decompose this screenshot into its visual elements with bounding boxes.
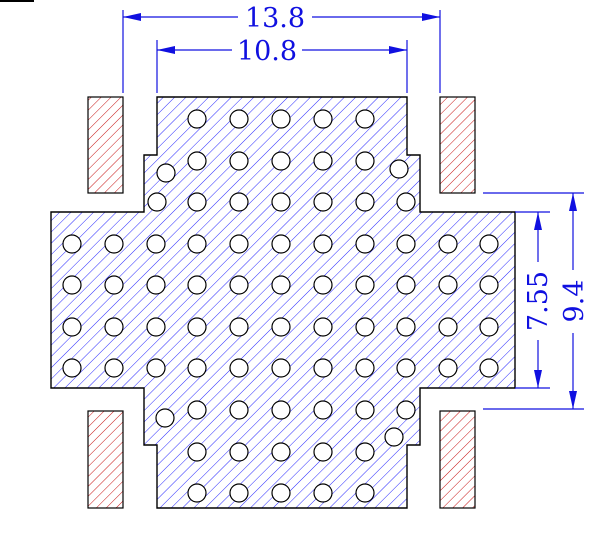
- solder-ball: [355, 317, 375, 337]
- pad-bottom-left: [87, 410, 124, 509]
- solder-ball: [313, 234, 333, 254]
- ball-grid: [62, 109, 499, 503]
- solder-ball: [271, 483, 291, 503]
- solder-ball: [229, 400, 249, 420]
- solder-ball: [271, 442, 291, 462]
- solder-ball: [479, 275, 499, 295]
- solder-ball: [355, 109, 375, 129]
- solder-ball: [187, 151, 207, 171]
- solder-ball: [438, 234, 458, 254]
- solder-ball: [355, 234, 375, 254]
- solder-ball: [313, 109, 333, 129]
- solder-ball: [104, 234, 124, 254]
- solder-ball: [146, 275, 166, 295]
- solder-ball: [355, 483, 375, 503]
- solder-ball: [271, 317, 291, 337]
- solder-ball: [396, 192, 416, 212]
- solder-ball: [438, 358, 458, 378]
- dimension-top-inner: [157, 46, 407, 54]
- solder-ball: [438, 275, 458, 295]
- solder-ball: [147, 192, 167, 212]
- solder-ball: [396, 400, 416, 420]
- solder-ball: [62, 358, 82, 378]
- solder-ball: [313, 442, 333, 462]
- solder-ball: [396, 358, 416, 378]
- pad-top-right: [439, 96, 476, 194]
- solder-ball: [104, 317, 124, 337]
- solder-ball: [271, 400, 291, 420]
- pad-top-left: [87, 96, 124, 194]
- solder-ball: [62, 317, 82, 337]
- dimension-right-outer: [569, 193, 577, 409]
- solder-ball: [155, 408, 175, 428]
- solder-ball: [271, 234, 291, 254]
- solder-ball: [146, 358, 166, 378]
- solder-ball: [355, 442, 375, 462]
- solder-ball: [355, 151, 375, 171]
- solder-ball: [187, 358, 207, 378]
- solder-ball: [104, 275, 124, 295]
- solder-ball: [187, 400, 207, 420]
- extension-lines: [122, 10, 584, 410]
- solder-ball: [271, 151, 291, 171]
- solder-ball: [389, 159, 409, 179]
- solder-ball: [229, 317, 249, 337]
- solder-ball: [229, 192, 249, 212]
- solder-ball: [396, 275, 416, 295]
- solder-ball: [355, 275, 375, 295]
- solder-ball: [104, 358, 124, 378]
- solder-ball: [313, 483, 333, 503]
- solder-ball: [187, 483, 207, 503]
- solder-ball: [62, 275, 82, 295]
- solder-ball: [187, 192, 207, 212]
- solder-ball: [187, 109, 207, 129]
- solder-ball: [187, 275, 207, 295]
- solder-ball: [229, 483, 249, 503]
- solder-ball: [355, 358, 375, 378]
- solder-ball: [313, 400, 333, 420]
- solder-ball: [187, 442, 207, 462]
- solder-ball: [355, 192, 375, 212]
- solder-ball: [396, 234, 416, 254]
- solder-ball: [479, 358, 499, 378]
- solder-ball: [384, 427, 404, 447]
- solder-ball: [229, 109, 249, 129]
- solder-ball: [229, 358, 249, 378]
- dimension-label-top-outer: 13.8: [245, 3, 305, 34]
- dimension-label-right-inner: 7.55: [523, 271, 554, 331]
- dimension-right-inner: [534, 212, 542, 388]
- solder-ball: [313, 275, 333, 295]
- dimension-label-right-outer: 9.4: [559, 280, 590, 323]
- solder-ball: [271, 358, 291, 378]
- solder-ball: [271, 192, 291, 212]
- solder-ball: [396, 317, 416, 337]
- solder-ball: [355, 400, 375, 420]
- solder-ball: [313, 192, 333, 212]
- solder-ball: [229, 234, 249, 254]
- solder-ball: [156, 163, 176, 183]
- solder-ball: [479, 317, 499, 337]
- solder-ball: [438, 317, 458, 337]
- dimension-label-top-inner: 10.8: [237, 36, 297, 67]
- pad-bottom-right: [439, 410, 476, 509]
- solder-ball: [479, 234, 499, 254]
- solder-ball: [271, 109, 291, 129]
- solder-ball: [313, 317, 333, 337]
- solder-ball: [229, 151, 249, 171]
- solder-ball: [229, 275, 249, 295]
- solder-ball: [313, 358, 333, 378]
- solder-ball: [146, 234, 166, 254]
- solder-ball: [187, 234, 207, 254]
- solder-ball: [187, 317, 207, 337]
- dimension-top-outer: [123, 13, 440, 21]
- solder-ball: [313, 151, 333, 171]
- solder-ball: [146, 317, 166, 337]
- solder-ball: [229, 442, 249, 462]
- solder-ball: [62, 234, 82, 254]
- solder-ball: [271, 275, 291, 295]
